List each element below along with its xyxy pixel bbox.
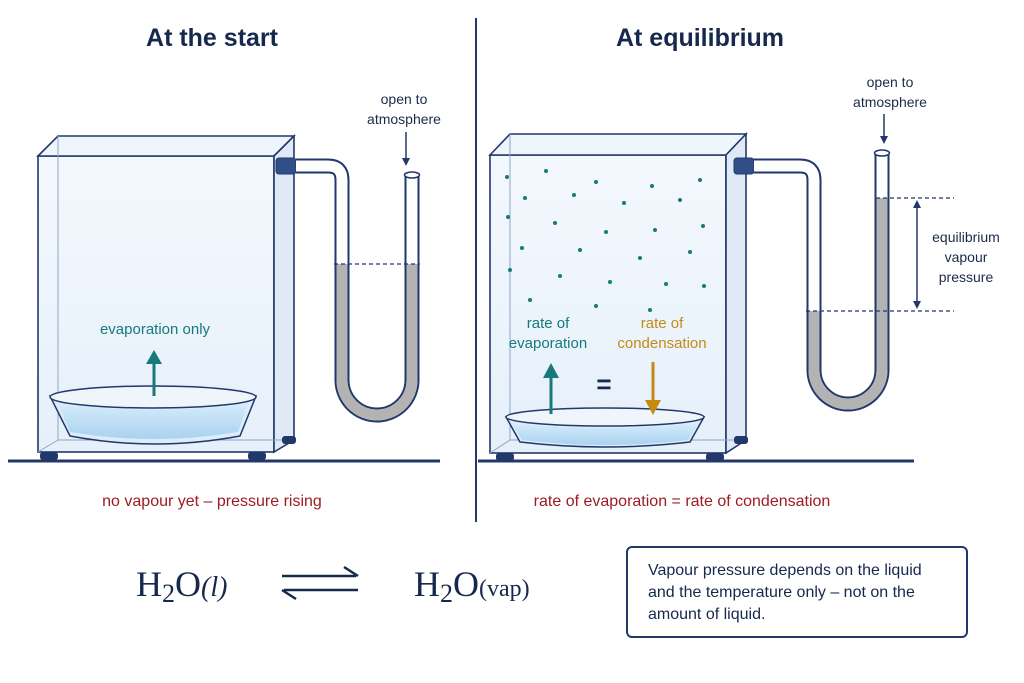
pressure-label-line2: vapour	[945, 249, 988, 265]
right-caption: rate of evaporation = rate of condensati…	[534, 493, 831, 510]
right-open-label-line2: atmosphere	[853, 94, 927, 110]
right-open-arrow	[880, 114, 888, 144]
right-panel-title: At equilibrium	[616, 24, 784, 52]
condensation-label-line2: condensation	[617, 335, 706, 352]
left-panel-title: At the start	[146, 24, 279, 52]
equilibrium-equation: H2O(l) H2O(vap)	[136, 564, 530, 608]
vapour-molecule	[688, 250, 692, 254]
evaporation-arrow	[146, 350, 162, 396]
vapour-molecule	[558, 274, 562, 278]
left-open-arrow	[402, 132, 410, 166]
vapour-molecule	[650, 184, 654, 188]
condensation-label-line1: rate of	[641, 315, 684, 332]
vapour-molecules	[505, 169, 706, 312]
equation-right-species: H2O(vap)	[414, 564, 530, 608]
pressure-label-line1: equilibrium	[932, 229, 1000, 245]
vapour-molecule	[701, 224, 705, 228]
right-open-label-line1: open to	[867, 74, 914, 90]
vapour-molecule	[578, 248, 582, 252]
right-manometer	[733, 149, 954, 412]
vapour-molecule	[528, 298, 532, 302]
vapour-molecule	[506, 215, 510, 219]
left-panel: At the start evaporation only	[8, 24, 441, 510]
left-manometer	[275, 157, 421, 423]
evaporation-rate-arrow	[543, 363, 559, 414]
vapour-molecule	[520, 246, 524, 250]
vapour-molecule	[678, 198, 682, 202]
vapour-molecule	[594, 304, 598, 308]
vapour-molecule	[523, 196, 527, 200]
evaporation-label-line1: rate of	[527, 315, 570, 332]
left-open-label-line2: atmosphere	[367, 111, 441, 127]
equation-left-species: H2O(l)	[136, 564, 227, 608]
right-container	[488, 132, 748, 461]
vapour-molecule	[698, 178, 702, 182]
vapour-molecule	[622, 201, 626, 205]
vapour-molecule	[664, 282, 668, 286]
pressure-difference-arrow	[913, 200, 921, 309]
vapour-molecule	[608, 280, 612, 284]
left-open-label-line1: open to	[381, 91, 428, 107]
vapour-molecule	[544, 169, 548, 173]
left-dish	[48, 385, 258, 445]
left-container	[36, 134, 296, 460]
left-caption: no vapour yet – pressure rising	[102, 493, 322, 510]
vapour-molecule	[702, 284, 706, 288]
condensation-rate-arrow	[645, 362, 661, 415]
evaporation-label-line2: evaporation	[509, 335, 587, 352]
vapour-molecule	[594, 180, 598, 184]
vapour-molecule	[553, 221, 557, 225]
note-text: Vapour pressure depends on the liquid an…	[648, 562, 922, 623]
vapour-molecule	[505, 175, 509, 179]
note-box: Vapour pressure depends on the liquid an…	[626, 546, 968, 638]
pressure-label-line3: pressure	[939, 269, 994, 285]
vapour-molecule	[648, 308, 652, 312]
vapour-molecule	[572, 193, 576, 197]
vapour-molecule	[653, 228, 657, 232]
right-dish	[504, 407, 706, 448]
equilibrium-arrows-icon	[281, 565, 359, 601]
equals-sign: =	[596, 369, 611, 399]
vapour-molecule	[638, 256, 642, 260]
vapour-molecule	[604, 230, 608, 234]
vapour-molecule	[508, 268, 512, 272]
right-panel: At equilibrium	[478, 24, 1000, 510]
evaporation-only-label: evaporation only	[100, 321, 211, 338]
